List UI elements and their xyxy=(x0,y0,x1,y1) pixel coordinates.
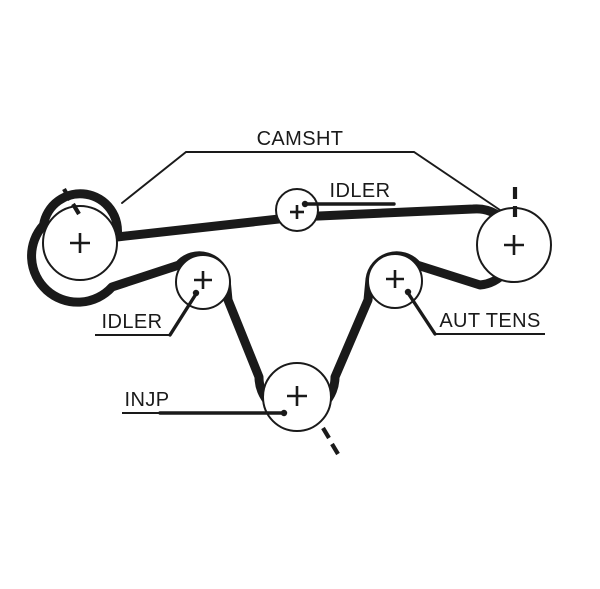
leader-idler-top-dot xyxy=(301,200,309,208)
pulley-idler-top-center-cross xyxy=(290,205,304,219)
label-underlines xyxy=(95,151,545,414)
label-idler-top: IDLER xyxy=(330,180,391,202)
labels: CAMSHT IDLER IDLER AUT TENS INJP xyxy=(102,128,541,411)
leader-auto-tensioner-line xyxy=(406,291,437,336)
pulley-camshaft-right-center-cross xyxy=(504,235,524,255)
pulley-idler-left-center-cross xyxy=(194,271,212,289)
pulley-camshaft-left-timing-ticks xyxy=(62,187,81,216)
pulley-injection-pump xyxy=(262,362,340,456)
pulley-camshaft-left-center-cross xyxy=(70,233,90,253)
label-camshaft: CAMSHT xyxy=(257,128,344,150)
label-auto-tensioner: AUT TENS xyxy=(439,310,540,332)
leader-auto-tensioner xyxy=(404,288,437,336)
pulley-idler-top xyxy=(275,188,319,232)
leader-idler-left-dot xyxy=(192,289,200,297)
pulley-auto-tensioner-center-cross xyxy=(386,270,404,288)
label-idler-left: IDLER xyxy=(102,311,163,333)
pulley-injection-pump-timing-ticks xyxy=(321,426,340,456)
pulley-idler-left xyxy=(175,254,231,310)
leader-idler-left-line xyxy=(168,292,198,337)
leader-auto-tensioner-dot xyxy=(404,288,412,296)
label-injection-pump: INJP xyxy=(125,389,170,411)
pulley-camshaft-right xyxy=(476,187,552,283)
leader-idler-left xyxy=(168,289,200,337)
pulley-camshaft-left xyxy=(42,187,118,281)
pulley-injection-pump-center-cross xyxy=(287,386,307,406)
